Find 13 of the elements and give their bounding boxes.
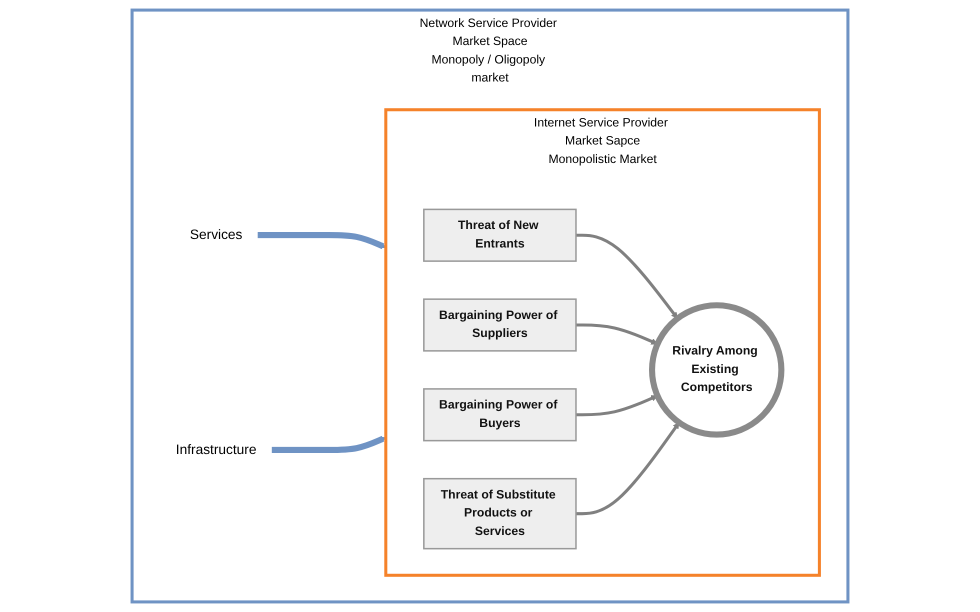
node-box: Threat of New Entrants xyxy=(423,208,577,262)
node-box: Bargaining Power of Buyers xyxy=(423,388,577,442)
arrow xyxy=(576,395,658,416)
node-box: Threat of Substitute Products or Services xyxy=(423,478,577,550)
arrow xyxy=(272,436,386,453)
node-box: Bargaining Power of Suppliers xyxy=(423,298,577,352)
node-text: Services xyxy=(190,227,242,242)
arrow xyxy=(258,232,386,250)
node-circle: Rivalry Among Existing Competitors xyxy=(649,302,784,438)
arrow xyxy=(576,324,658,345)
arrow xyxy=(576,234,678,319)
node-text: Infrastructure xyxy=(176,442,256,458)
arrow xyxy=(576,422,680,516)
